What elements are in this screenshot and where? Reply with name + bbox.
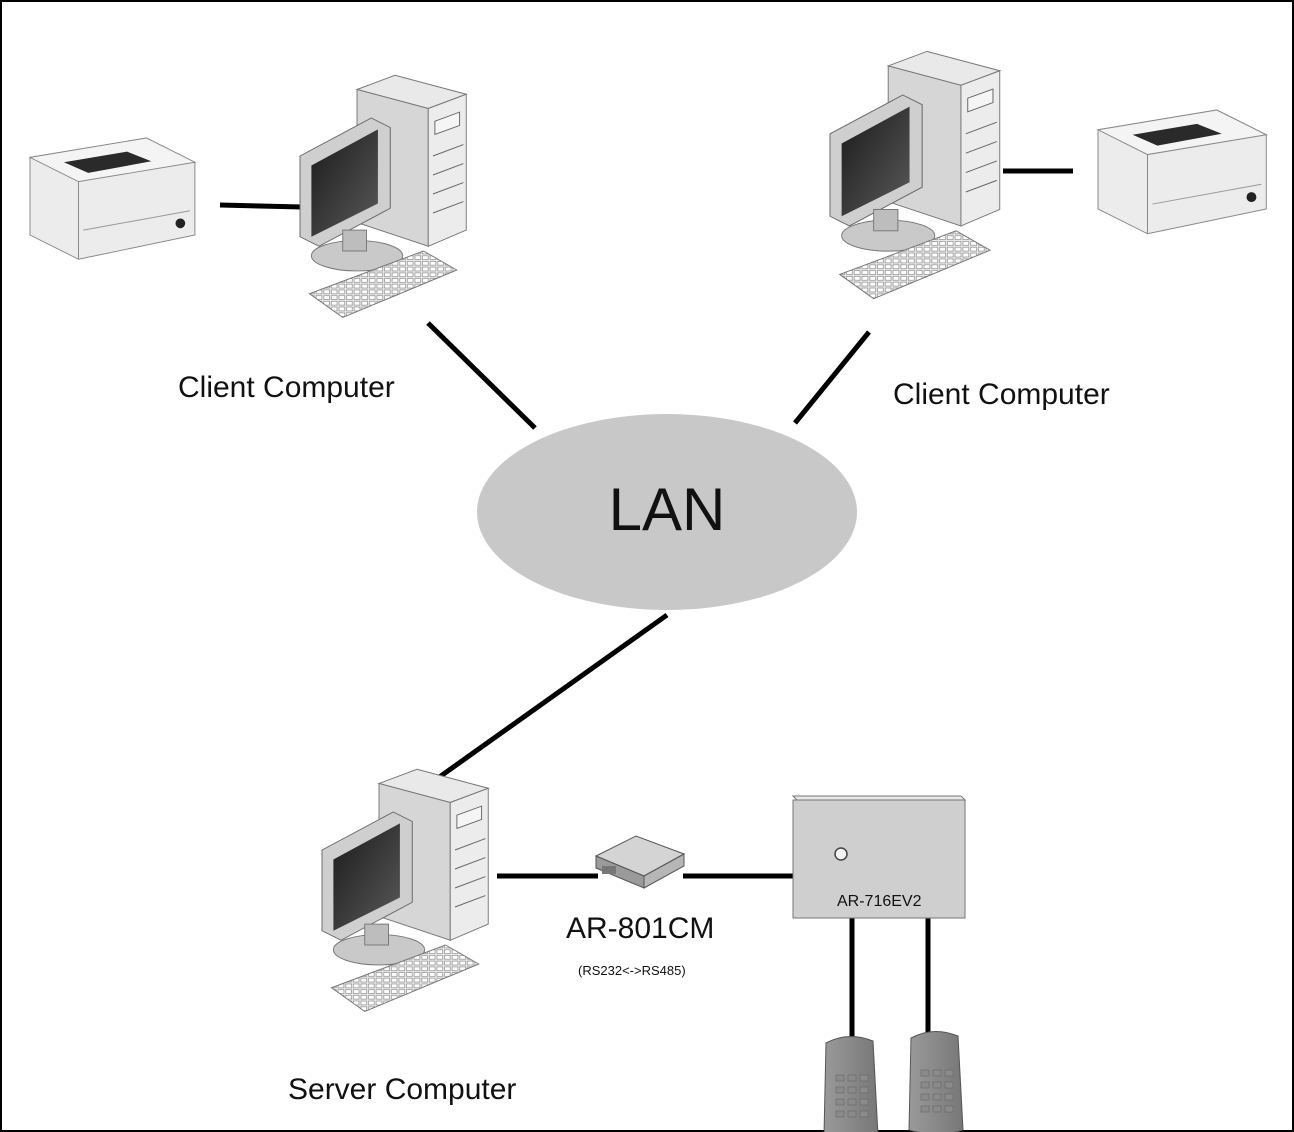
card-reader-icon (908, 1030, 964, 1132)
lan-ellipse (477, 414, 857, 610)
server-label: Server Computer (288, 1073, 516, 1106)
controller-label: AR-716EV2 (837, 893, 922, 910)
client-right-label: Client Computer (893, 378, 1110, 411)
controller-box-icon (791, 795, 967, 919)
link-client-left-lan (426, 321, 537, 430)
client-left-label: Client Computer (178, 371, 395, 404)
converter-icon (594, 835, 686, 889)
link-lan-server (436, 612, 669, 781)
card-reader-icon (823, 1035, 879, 1132)
lan-node: LAN (477, 414, 857, 610)
link-printer-left (219, 202, 303, 210)
lan-label: LAN (609, 476, 726, 543)
link-client-right-lan (793, 330, 871, 425)
connection-lines (219, 168, 1073, 1040)
converter-label: AR-801CM (566, 912, 714, 945)
converter-sublabel: (RS232<->RS485) (578, 963, 686, 978)
